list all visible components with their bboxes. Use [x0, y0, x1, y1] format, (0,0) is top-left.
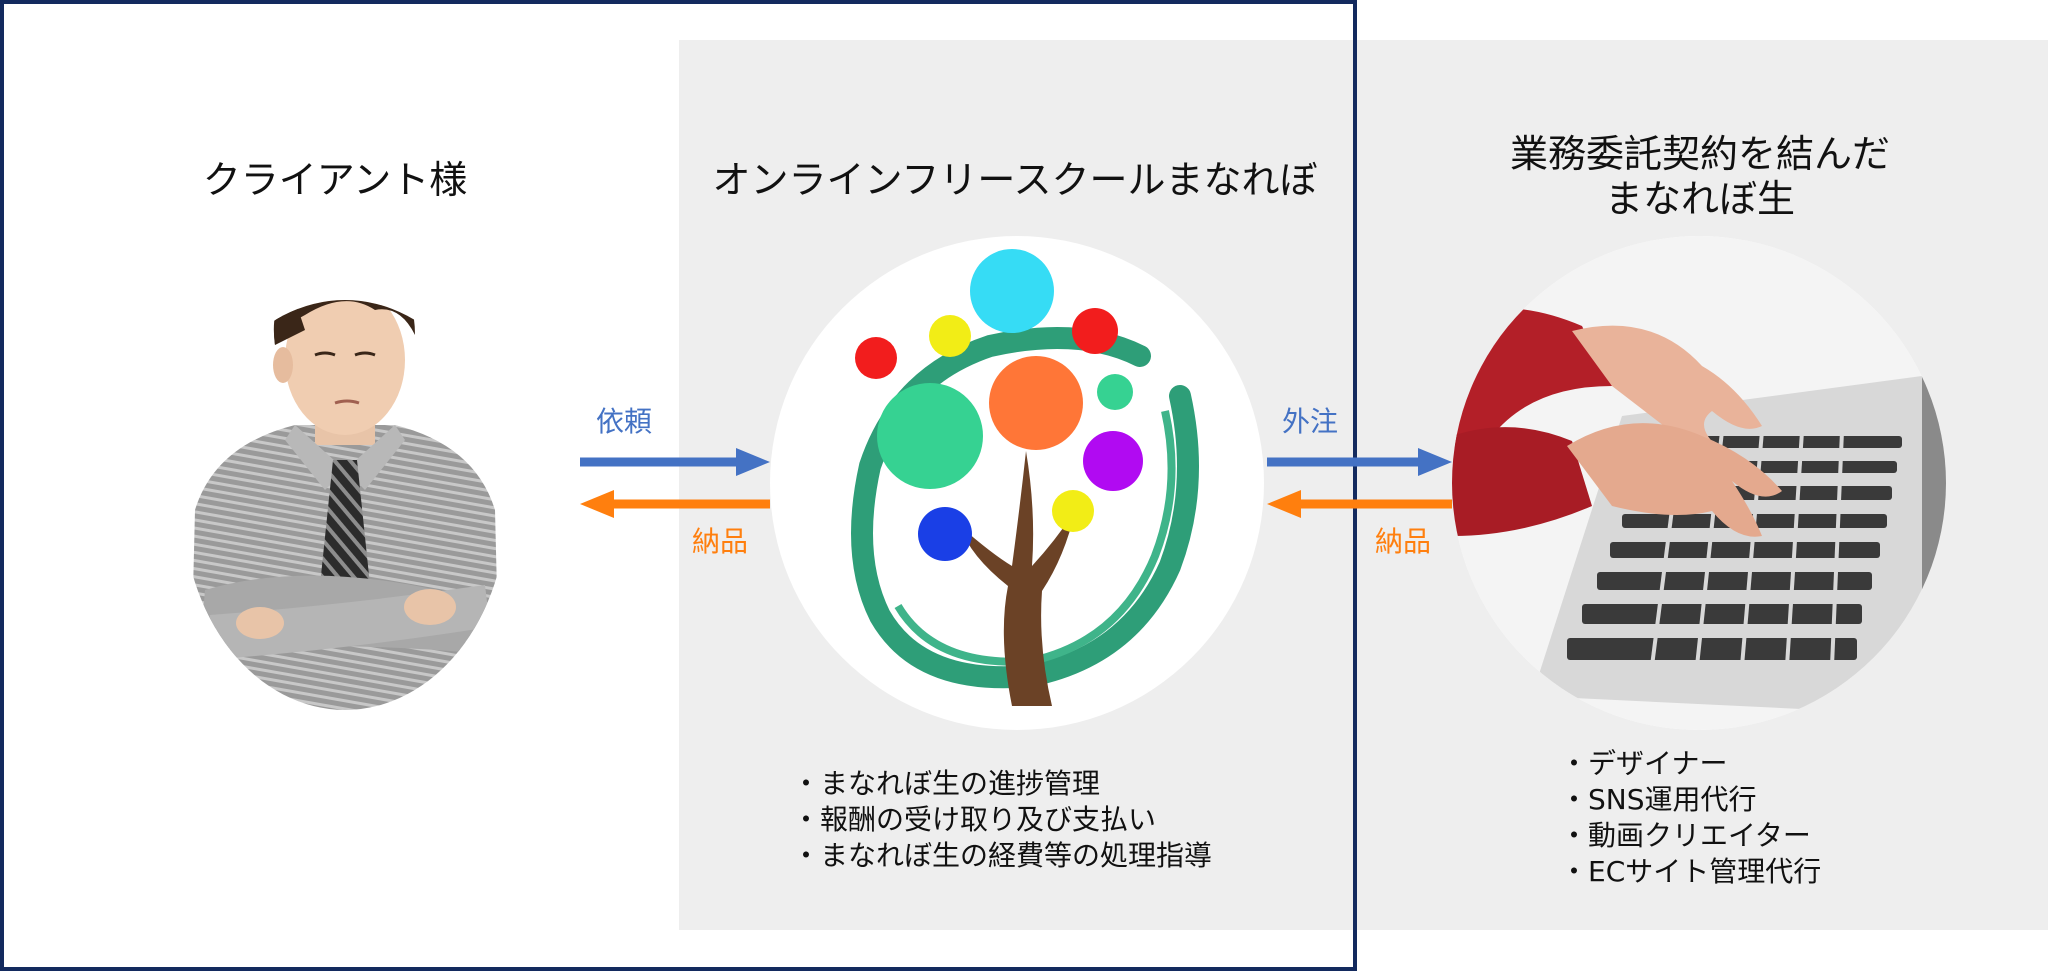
delivery-label-left: 納品 — [692, 525, 749, 558]
client-title: クライアント様 — [202, 158, 468, 202]
contractor-photo-circle — [1452, 236, 1946, 730]
list-item: まなれぼ生の経費等の処理指導 — [792, 838, 1212, 874]
school-duties-list: まなれぼ生の進捗管理 報酬の受け取り及び支払い まなれぼ生の経費等の処理指導 — [792, 766, 1212, 874]
contractor-services-list: デザイナー SNS運用代行 動画クリエイター ECサイト管理代行 — [1560, 746, 1821, 890]
organization-frame — [0, 0, 1357, 971]
tree-logo-icon — [851, 249, 1199, 706]
list-item: ECサイト管理代行 — [1560, 854, 1821, 890]
school-title: オンラインフリースクールまなれぼ — [712, 158, 1318, 202]
outsource-arrow-icon — [1267, 448, 1452, 476]
list-item: まなれぼ生の進捗管理 — [792, 766, 1212, 802]
school-logo-circle — [770, 236, 1264, 730]
businessman-icon — [190, 300, 500, 710]
contractor-title-line2: まなれぼ生 — [1604, 177, 1795, 221]
delivery-label-right: 納品 — [1375, 525, 1432, 558]
request-label: 依頼 — [596, 405, 653, 438]
list-item: 動画クリエイター — [1560, 818, 1821, 854]
list-item: SNS運用代行 — [1560, 782, 1821, 818]
outsource-label: 外注 — [1282, 405, 1339, 438]
contractor-title-line1: 業務委託契約を結んだ — [1509, 132, 1890, 176]
list-item: デザイナー — [1560, 746, 1821, 782]
laptop-typing-icon — [1452, 236, 1946, 730]
request-arrow-icon — [580, 448, 770, 476]
client-photo — [175, 255, 515, 715]
delivery-arrow-right-icon — [1267, 490, 1452, 518]
list-item: 報酬の受け取り及び支払い — [792, 802, 1212, 838]
delivery-arrow-left-icon — [580, 490, 770, 518]
